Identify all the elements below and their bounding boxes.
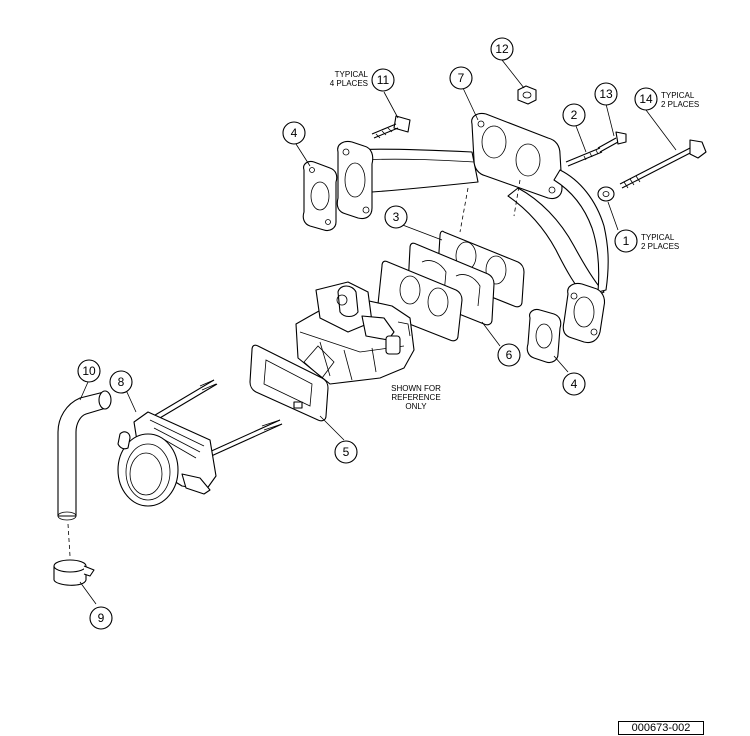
manifold-gasket-left [302,160,338,232]
svg-text:12: 12 [495,42,509,56]
callout-2: 2 [562,103,586,127]
callout-4-right: 4 [562,372,586,396]
svg-text:TYPICAL: TYPICAL [661,91,695,100]
svg-text:7: 7 [458,71,465,85]
svg-text:TYPICAL: TYPICAL [335,70,369,79]
svg-text:13: 13 [599,87,613,101]
svg-text:TYPICAL: TYPICAL [641,233,675,242]
callout-7: 7 [449,66,473,90]
svg-text:1: 1 [623,234,630,248]
svg-text:3: 3 [393,210,400,224]
note-typical-2-places-bolt: TYPICAL 2 PLACES [661,91,699,109]
stud-2 [565,147,603,167]
svg-text:11: 11 [377,73,390,87]
bolt-14 [619,139,707,189]
svg-text:2 PLACES: 2 PLACES [641,242,679,251]
note-typical-2-places-washer: TYPICAL 2 PLACES [641,233,679,251]
intake-manifold [336,112,609,344]
manifold-gasket-right [526,308,562,364]
hose-clamp [53,559,95,586]
note-typical-4-places: TYPICAL 4 PLACES [330,70,369,88]
leader-lines [79,59,677,605]
svg-text:4: 4 [571,377,578,391]
callout-1: 1 [614,229,638,253]
svg-text:REFERENCE: REFERENCE [391,393,440,402]
svg-text:2: 2 [571,108,578,122]
svg-text:4 PLACES: 4 PLACES [330,79,368,88]
callout-13: 13 [594,82,618,106]
callout-3: 3 [384,205,408,229]
svg-text:ONLY: ONLY [405,402,427,411]
breather-hose [57,390,112,557]
svg-text:6: 6 [506,348,513,362]
screw-13 [597,131,627,153]
screw-11 [371,115,411,139]
washer-1 [597,186,615,202]
svg-text:8: 8 [118,375,125,389]
callout-11: 11 [371,68,395,92]
svg-text:5: 5 [343,445,350,459]
svg-text:9: 9 [98,611,105,625]
svg-text:4: 4 [291,126,298,140]
gasket-5 [249,344,329,422]
callout-12: 12 [490,37,514,61]
air-inlet-adapter [117,411,217,507]
gasket-front [377,260,463,342]
nut-12 [517,85,537,105]
callout-10: 10 [77,359,101,383]
callout-8: 8 [109,370,133,394]
callout-14: 14 [634,87,658,111]
callout-9: 9 [89,606,113,630]
svg-text:2 PLACES: 2 PLACES [661,100,699,109]
callout-5: 5 [334,440,358,464]
callout-4-left: 4 [282,121,306,145]
svg-text:SHOWN FOR: SHOWN FOR [391,384,441,393]
svg-text:14: 14 [639,92,653,106]
svg-text:10: 10 [82,364,96,378]
document-number: 000673-002 [618,721,704,735]
note-shown-for-reference: SHOWN FOR REFERENCE ONLY [391,384,441,411]
callout-6: 6 [497,343,521,367]
carburetor-reference [295,281,415,385]
